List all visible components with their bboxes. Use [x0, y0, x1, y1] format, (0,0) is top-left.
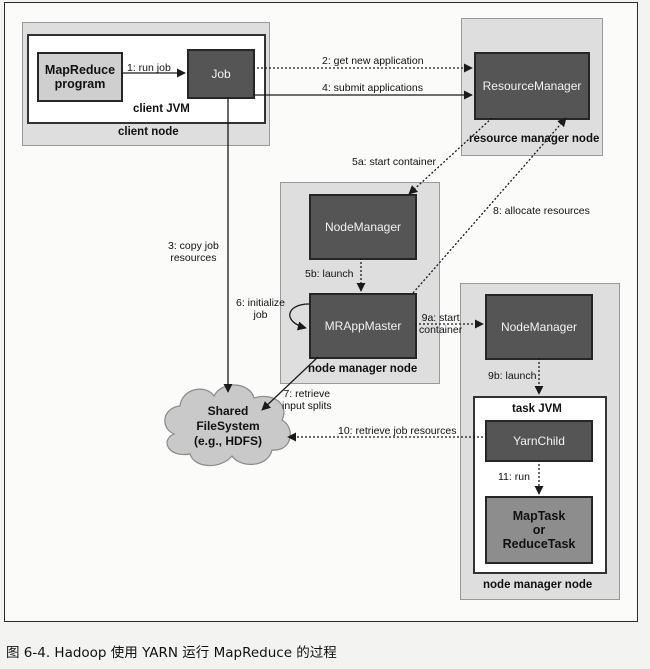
resource-manager-node-label: resource manager node — [469, 133, 600, 145]
figure-caption: 图 6-4. Hadoop 使用 YARN 运行 MapReduce 的过程 — [6, 645, 337, 661]
edge-9a-label: 9a: start container — [419, 312, 463, 336]
edge-5a — [408, 117, 493, 195]
edge-5a-label: 5a: start container — [352, 156, 437, 168]
job-box: Job — [187, 49, 255, 99]
edge-11-label: 11: run — [498, 471, 530, 483]
client-jvm-label: client JVM — [133, 103, 190, 115]
edge-6 — [289, 303, 310, 331]
edge-7-label: 7: retrieve input splits — [282, 388, 332, 412]
edge-10-label: 10: retrieve job resources — [338, 425, 457, 437]
edge-1-label: 1: run job — [127, 62, 171, 74]
edge-5b-label: 5b: launch — [305, 268, 354, 280]
mrappmaster-box: MRAppMaster — [309, 293, 417, 359]
edge-4-label: 4: submit applications — [322, 82, 423, 94]
mapreduce-program-box: MapReduce program — [37, 52, 123, 102]
resource-manager-box: ResourceManager — [474, 52, 590, 120]
client-node-label: client node — [118, 126, 179, 138]
edge-3-label: 3: copy job resources — [168, 240, 219, 264]
node-manager-1-box: NodeManager — [309, 194, 417, 260]
edge-7 — [261, 356, 319, 411]
task-jvm-label: task JVM — [512, 403, 562, 415]
edge-2-label: 2: get new application — [322, 55, 424, 67]
shared-filesystem-label: Shared FileSystem (e.g., HDFS) — [194, 404, 262, 448]
edge-6-label: 6: initialize job — [236, 297, 286, 321]
task-box: MapTask or ReduceTask — [485, 496, 593, 564]
edge-9b-label: 9b: launch — [488, 370, 537, 382]
node-manager-node-1-label: node manager node — [308, 363, 418, 375]
edge-8-label: 8: allocate resources — [493, 205, 590, 217]
yarnchild-box: YarnChild — [485, 420, 593, 462]
node-manager-node-2-label: node manager node — [483, 579, 593, 591]
shared-filesystem-cloud — [164, 384, 291, 467]
edge-8 — [412, 117, 567, 294]
